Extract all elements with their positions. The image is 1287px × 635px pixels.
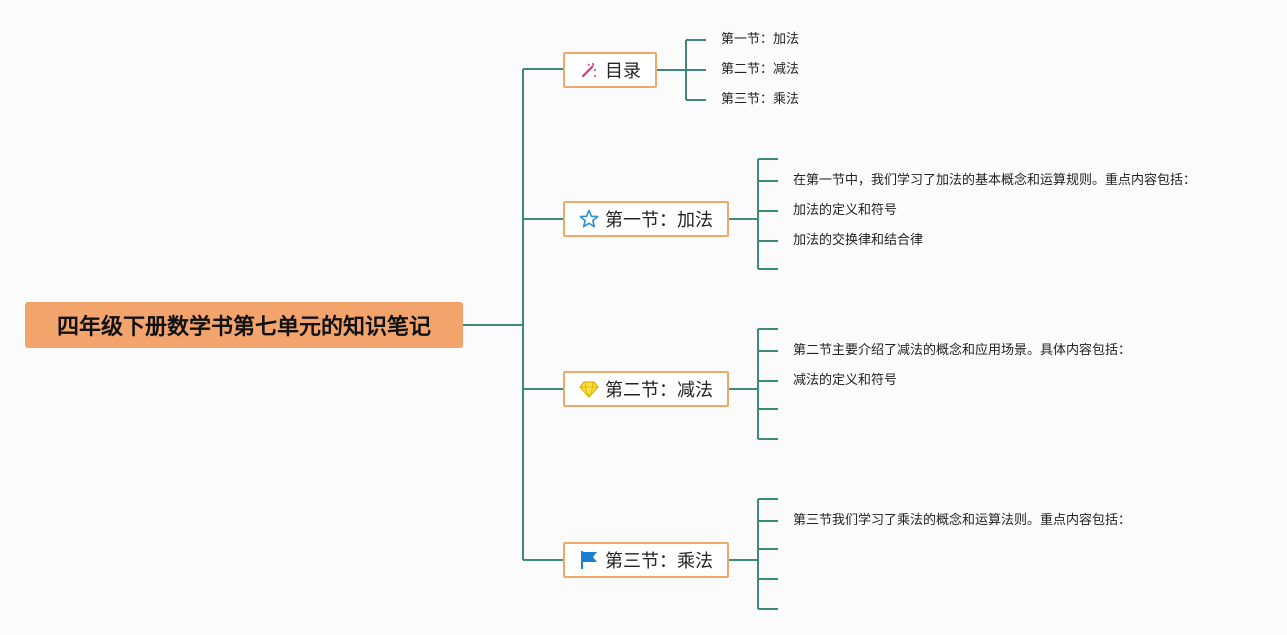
branch-label: 目录 [605, 61, 641, 82]
flag-icon [579, 550, 599, 570]
leaf-text: 第三节我们学习了乘法的概念和运算法则。重点内容包括： [793, 513, 1132, 528]
diamond-icon [579, 379, 599, 399]
branch-node-section1[interactable]: 第一节：加法 [563, 201, 729, 237]
root-title: 四年级下册数学书第七单元的知识笔记 [56, 315, 431, 340]
leaf-text: 加法的交换律和结合律 [793, 233, 924, 248]
branch-node-section2[interactable]: 第二节：减法 [563, 371, 729, 407]
leaf-text: 第三节：乘法 [721, 92, 800, 107]
leaf-text: 第二节：减法 [721, 62, 800, 77]
branch-node-toc[interactable]: 目录 [563, 52, 657, 88]
branch-label: 第一节：加法 [605, 210, 713, 231]
magic-wand-icon [579, 60, 599, 80]
leaf-text: 减法的定义和符号 [793, 373, 898, 388]
leaf-text: 第一节：加法 [721, 32, 800, 47]
leaf-text: 加法的定义和符号 [793, 203, 898, 218]
star-icon [579, 209, 599, 229]
branch-label: 第三节：乘法 [605, 551, 713, 572]
root-node[interactable]: 四年级下册数学书第七单元的知识笔记 [25, 302, 463, 348]
branch-node-section3[interactable]: 第三节：乘法 [563, 542, 729, 578]
leaf-text: 第二节主要介绍了减法的概念和应用场景。具体内容包括： [793, 343, 1132, 358]
branch-label: 第二节：减法 [605, 380, 713, 401]
leaf-text: 在第一节中，我们学习了加法的基本概念和运算规则。重点内容包括： [793, 173, 1197, 188]
